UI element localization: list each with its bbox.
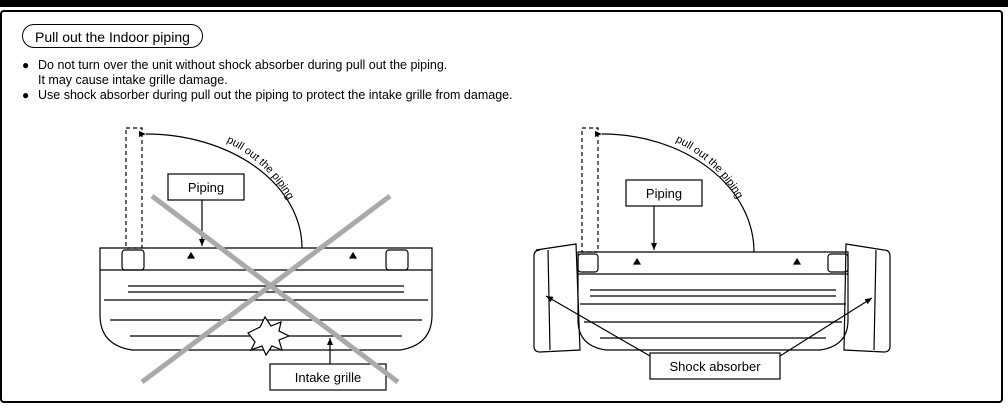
prohibited-cross-icon — [140, 194, 400, 384]
top-rule — [0, 0, 1008, 7]
bullet-item: ● Do not turn over the unit without shoc… — [22, 58, 513, 73]
mark-icon — [792, 257, 802, 265]
intake-label-box — [269, 363, 387, 391]
indoor-unit-body — [577, 251, 849, 351]
piping-column — [125, 127, 143, 249]
bullet-dot-icon: ● — [22, 88, 30, 102]
mark-icon — [632, 257, 642, 265]
section-title: Pull out the Indoor piping — [22, 24, 203, 48]
absorber-leader-right — [779, 297, 873, 357]
shock-absorber-label: Shock absorber — [669, 359, 761, 374]
bullet-text: Use shock absorber during pull out the p… — [38, 88, 513, 102]
bullet-text: Do not turn over the unit without shock … — [38, 58, 448, 72]
piping-column — [581, 127, 599, 253]
unit-bracket — [121, 249, 145, 271]
shock-absorber-left — [533, 243, 581, 353]
left-diagram-unit-without-absorber — [99, 127, 433, 391]
instruction-list: ● Do not turn over the unit without shoc… — [22, 58, 513, 103]
pull-arrow — [138, 130, 303, 249]
piping-label-box — [167, 173, 245, 201]
absorber-leader-left — [545, 295, 651, 357]
piping-label: Piping — [646, 186, 682, 201]
mark-icon — [348, 251, 358, 259]
absorber-label-box — [649, 352, 781, 380]
piping-label: Piping — [188, 180, 224, 195]
instruction-panel — [0, 10, 1003, 403]
indoor-unit-body — [99, 247, 433, 351]
piping-label-box — [625, 179, 703, 207]
pull-arrow — [594, 130, 755, 253]
absorber-line — [873, 249, 877, 351]
shock-absorber-right — [843, 243, 891, 353]
unit-bracket — [827, 253, 849, 273]
bullet-continuation: It may cause intake grille damage. — [38, 73, 228, 87]
mark-icon — [186, 251, 196, 259]
intake-grille-label: Intake grille — [295, 370, 361, 385]
unit-bracket — [385, 249, 409, 271]
bullet-item: ● Use shock absorber during pull out the… — [22, 88, 513, 103]
right-diagram-unit-with-absorber — [533, 127, 891, 380]
damage-burst-icon — [247, 315, 291, 357]
unit-bracket — [577, 253, 599, 273]
bullet-dot-icon: ● — [22, 58, 30, 72]
